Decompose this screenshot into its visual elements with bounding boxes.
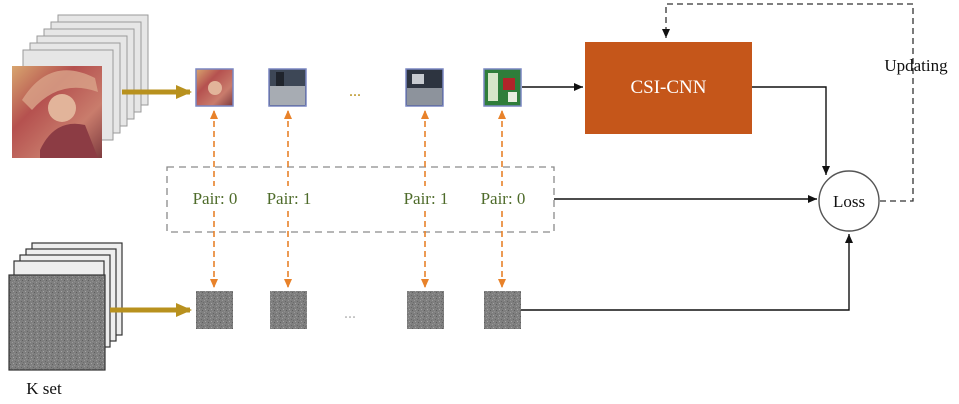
noise-patch-3	[407, 291, 444, 329]
ellipsis-bottom: ...	[344, 305, 356, 322]
pair-labels: Pair: 0 Pair: 1 Pair: 1 Pair: 0	[184, 186, 534, 208]
pair-label-1: Pair: 0	[193, 189, 238, 208]
noise-patches-row: ...	[196, 291, 521, 329]
patch-1	[195, 68, 234, 107]
pair-label-3: Pair: 1	[404, 189, 449, 208]
image-stack	[12, 14, 149, 158]
updating-feedback-arrow	[662, 3, 914, 202]
updating-label: Updating	[884, 56, 948, 75]
csi-cnn-block: CSI-CNN	[585, 42, 752, 134]
pair-label-2: Pair: 1	[267, 189, 312, 208]
noise-patch-1	[196, 291, 233, 329]
lena-image	[12, 66, 102, 158]
k-set-label: K set	[26, 379, 62, 398]
pair-labels-box	[166, 166, 555, 233]
patch-3	[405, 68, 444, 107]
patch-4	[483, 68, 522, 107]
arrow-model-to-loss	[752, 86, 830, 175]
csi-cnn-label: CSI-CNN	[630, 77, 706, 98]
pair-label-4: Pair: 0	[481, 189, 526, 208]
loss-label: Loss	[833, 192, 865, 211]
patch-2	[268, 68, 307, 107]
arrow-noise-to-loss	[521, 234, 853, 311]
k-set-noise-image	[8, 274, 106, 371]
noise-patch-2	[270, 291, 307, 329]
noise-patch-4	[484, 291, 521, 329]
pair-arrows	[210, 110, 506, 288]
image-patches-row: ...	[195, 68, 522, 107]
ellipsis-top: ...	[349, 83, 361, 100]
k-set-stack	[8, 242, 123, 371]
loss-node: Loss	[818, 170, 880, 232]
